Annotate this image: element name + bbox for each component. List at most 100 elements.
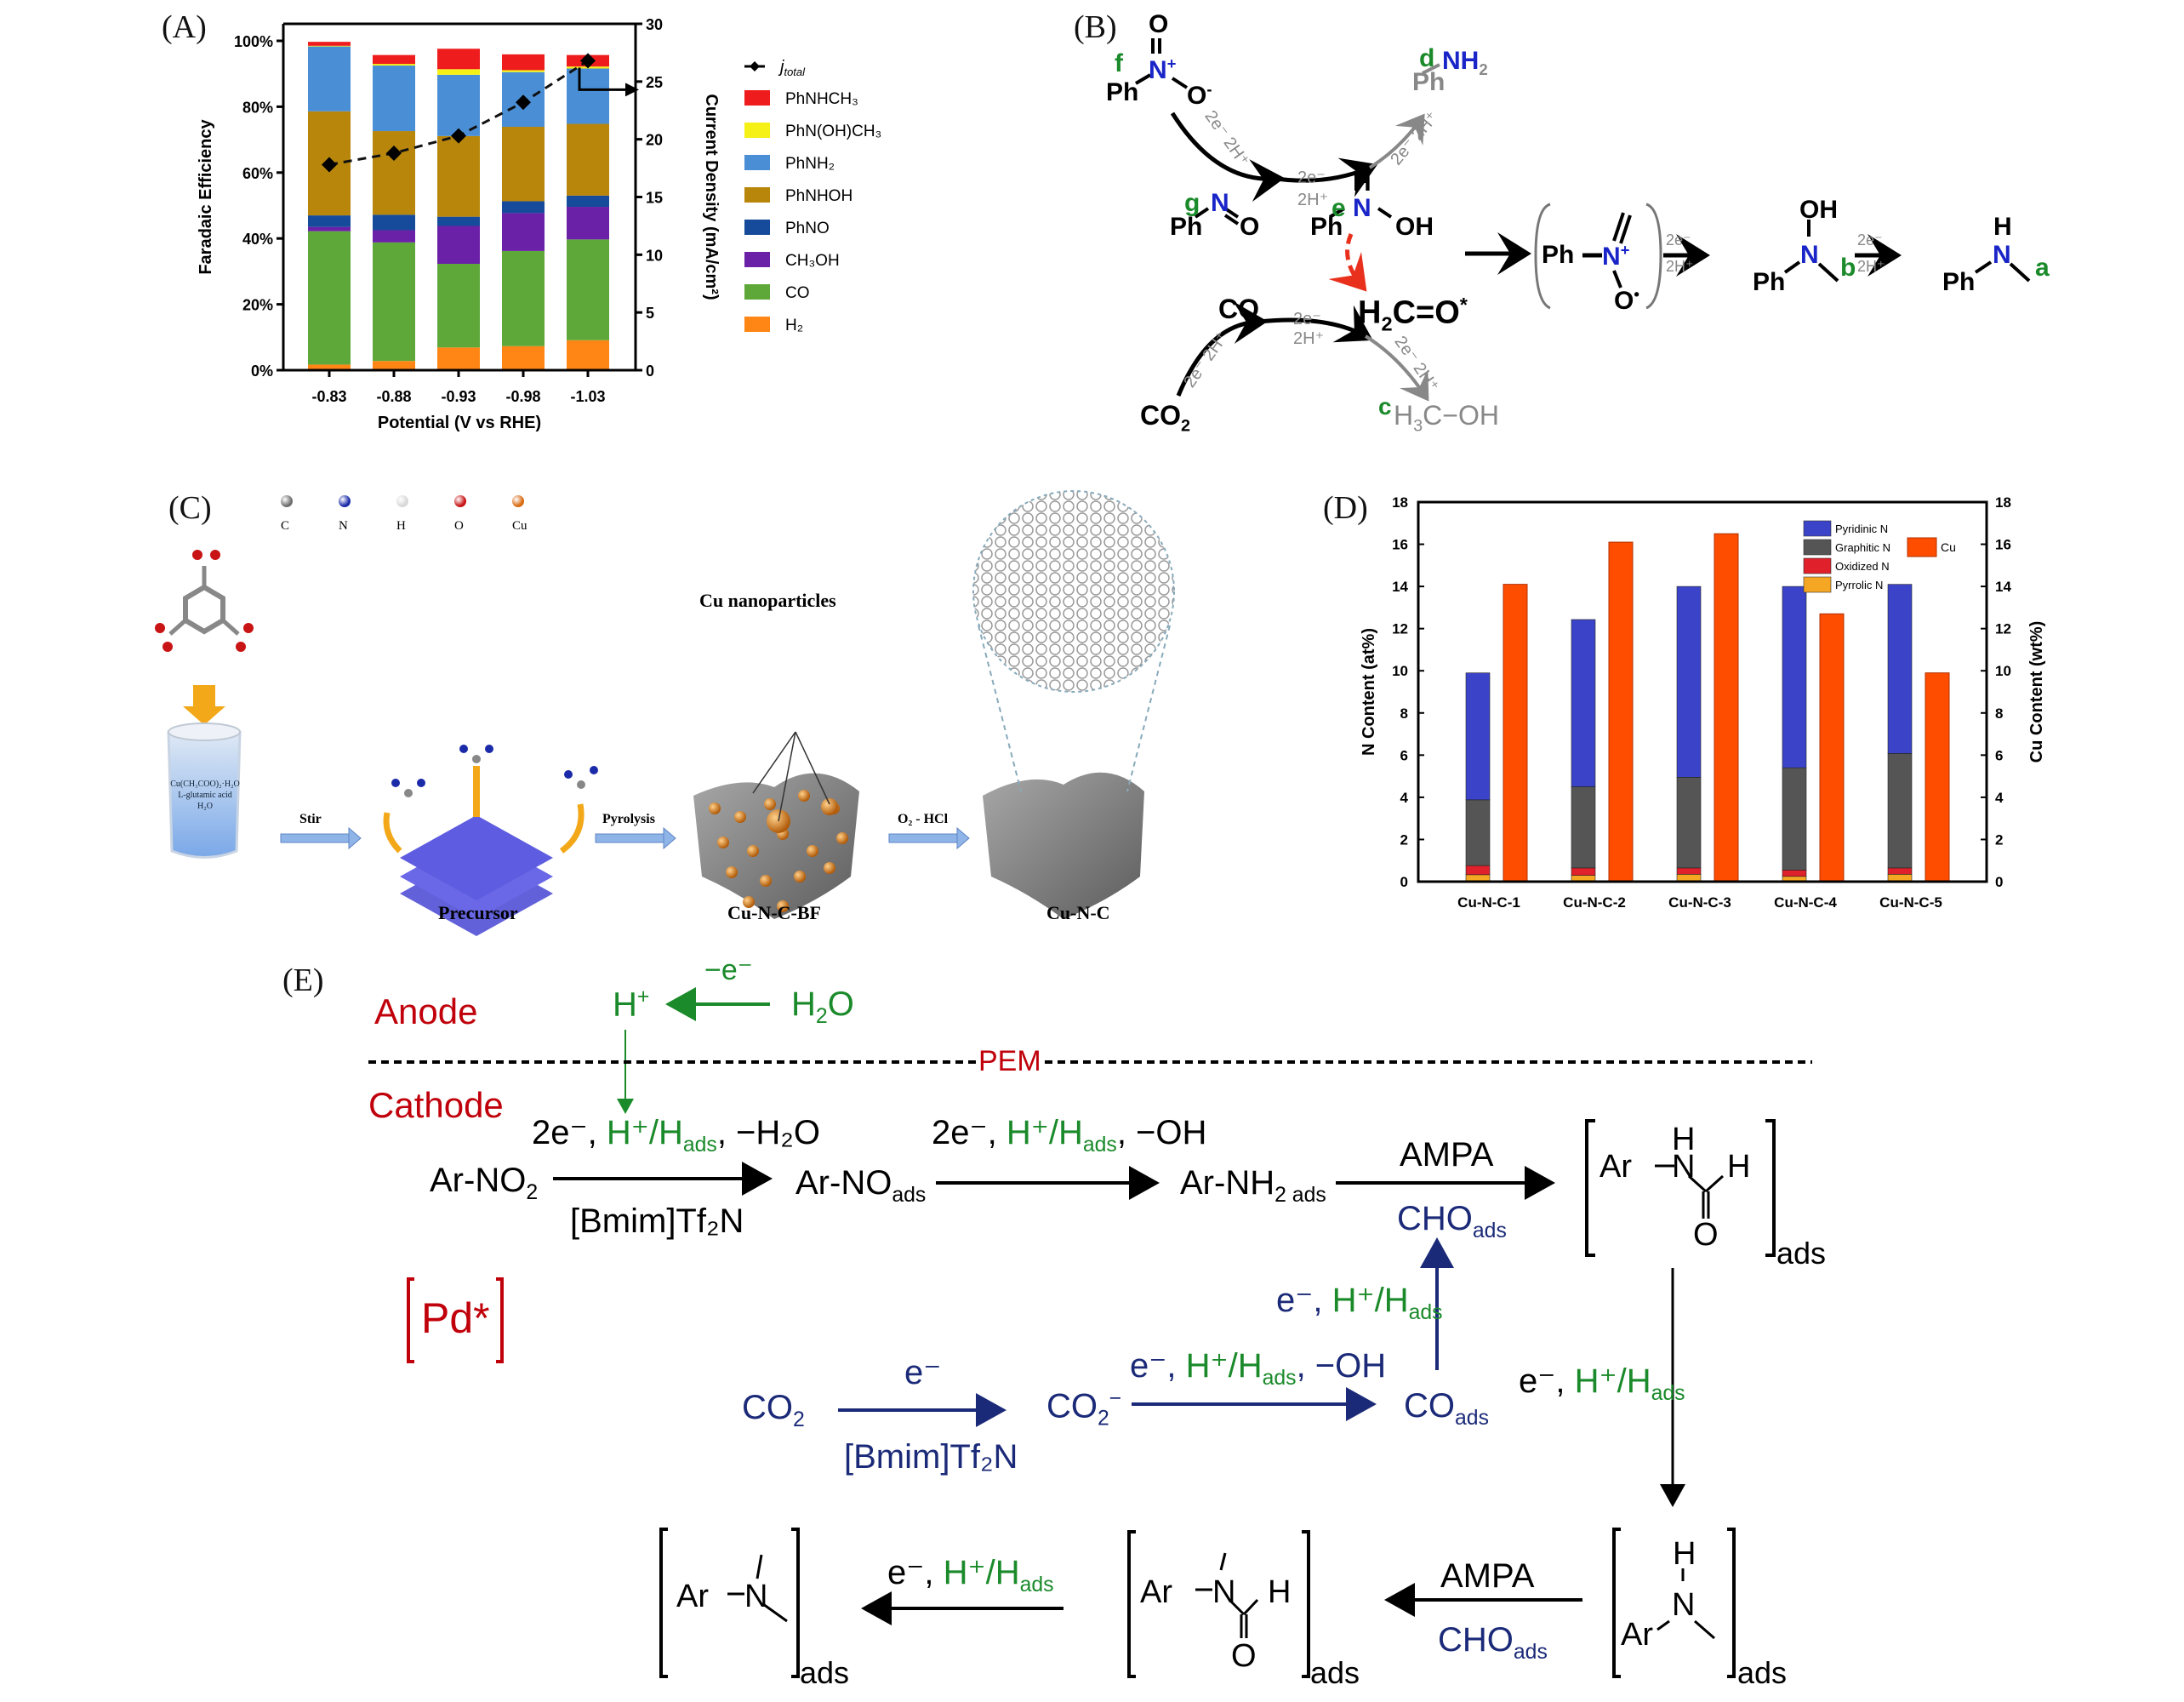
step3-cho-ads: CHOads bbox=[1397, 1200, 1507, 1242]
formaldehyde: H2C=O* bbox=[1358, 294, 1468, 335]
arrow-nitro-to-nitroso bbox=[1170, 111, 1285, 203]
bar-segment-h2 bbox=[308, 364, 351, 370]
co-label: CO bbox=[1218, 294, 1259, 324]
legend-swatch bbox=[744, 123, 770, 138]
nitroso-n: N bbox=[1211, 189, 1229, 217]
y-right-tick-label: 5 bbox=[646, 305, 654, 322]
j-total-point bbox=[451, 128, 466, 144]
x-tick-label: Cu-N-C-1 bbox=[1457, 894, 1520, 911]
n-bar-graphitic-n bbox=[1465, 799, 1491, 866]
legend-label: PhNHOH bbox=[785, 187, 853, 205]
y-right-tick-label: 16 bbox=[1995, 537, 2011, 553]
nitroso-ph: Ph bbox=[1170, 213, 1203, 241]
intermediate-ar-no-ads: Ar-NOads bbox=[795, 1164, 927, 1207]
co2-radical-anion: CO2− bbox=[1046, 1387, 1122, 1431]
x-tick-label: Cu-N-C-3 bbox=[1668, 894, 1731, 911]
bar-segment-phno bbox=[502, 201, 545, 214]
y-tick-label: 0% bbox=[251, 363, 273, 380]
step-label-e: 2e⁻ bbox=[1666, 231, 1691, 248]
legend-swatch bbox=[744, 220, 770, 235]
tag-f: f bbox=[1115, 49, 1123, 77]
cu-bar bbox=[1608, 541, 1634, 882]
faradaic-efficiency-chart: 0%20%40%60%80%100%051015202530-0.83-0.88… bbox=[197, 16, 881, 432]
cu-n-c-bf-sheet bbox=[693, 731, 859, 919]
arrow-to-aniline bbox=[1368, 113, 1425, 169]
legend-swatch-cu bbox=[1907, 537, 1937, 557]
cu-nanoparticle bbox=[747, 845, 759, 857]
catalyst-bracket bbox=[407, 1277, 414, 1363]
bracket-left bbox=[1534, 203, 1551, 310]
bar-segment-ch3oh bbox=[567, 207, 609, 240]
nitro-o-minus: O- bbox=[1187, 80, 1212, 110]
mechanism-b-arrows bbox=[1134, 38, 2031, 402]
step-ampa-bottom: AMPA bbox=[1440, 1557, 1535, 1595]
y-tick-label: 4 bbox=[1400, 790, 1409, 806]
panel-b-label: (B) bbox=[1074, 9, 1117, 45]
cu-nanoparticle bbox=[743, 896, 755, 908]
x-tick-label: -1.03 bbox=[570, 388, 605, 405]
j-total-point bbox=[386, 145, 402, 161]
bar-segment-ch3oh bbox=[502, 213, 545, 251]
bar-segment-co bbox=[308, 231, 351, 365]
co2-radical-step: e⁻, H⁺/Hads, −OH bbox=[1130, 1347, 1387, 1390]
j-total-point bbox=[580, 53, 596, 69]
panel-a-label: (A) bbox=[162, 9, 207, 45]
bar-segment-h2 bbox=[502, 346, 545, 370]
hydroxylamine-ph: Ph bbox=[1310, 213, 1343, 241]
bar-segment-phnhoh bbox=[437, 135, 480, 217]
y-right-tick-label: 14 bbox=[1995, 579, 2011, 595]
y-tick-label: 60% bbox=[242, 165, 273, 182]
panel-d-label: (D) bbox=[1323, 490, 1368, 526]
cu-nanoparticle-large bbox=[821, 798, 838, 815]
y-tick-label: 0 bbox=[1400, 874, 1408, 890]
x-tick-label: -0.93 bbox=[441, 388, 476, 405]
product-a-n: N bbox=[1993, 241, 2011, 269]
methylformamide-h: H bbox=[1268, 1574, 1292, 1610]
formamide-h: H bbox=[1727, 1149, 1751, 1185]
bar-segment-phno bbox=[437, 216, 480, 226]
tag-a: a bbox=[2035, 254, 2050, 282]
x-tick-label: -0.88 bbox=[376, 388, 411, 405]
hydroxylamine-n: N bbox=[1353, 194, 1371, 222]
legend-label: CH₃OH bbox=[785, 252, 840, 270]
bar-segment-phno bbox=[373, 214, 415, 231]
stage-cu-n-c: Cu-N-C bbox=[1046, 902, 1110, 923]
bar-segment-ch3oh bbox=[373, 230, 415, 243]
pem-label: PEM bbox=[978, 1045, 1041, 1078]
legend-label: CO bbox=[785, 284, 810, 302]
aniline-ph: Ph bbox=[1412, 68, 1446, 96]
step-cho-ads-bottom: CHOads bbox=[1438, 1621, 1548, 1664]
methanol-label: H3C−OH bbox=[1394, 400, 1499, 436]
cu-nanoparticle bbox=[726, 866, 738, 878]
cathode-label: Cathode bbox=[368, 1085, 504, 1125]
j-total-point bbox=[322, 157, 337, 173]
legend-label: Oxidized N bbox=[1835, 560, 1890, 573]
n-bar-pyridinic-n bbox=[1571, 619, 1596, 787]
bar-segment-ch3oh bbox=[437, 226, 480, 264]
bar-segment-h2 bbox=[437, 347, 480, 370]
formamide-h-top: H bbox=[1672, 1122, 1696, 1157]
y-right-tick-label: 4 bbox=[1995, 790, 2004, 806]
n-bar-oxidized-n bbox=[1465, 865, 1491, 876]
y-tick-label: 18 bbox=[1392, 494, 1408, 511]
bar-segment-phnhoh bbox=[567, 123, 609, 196]
cu-nanoparticle bbox=[824, 862, 835, 874]
y-right-axis-label: Cu Content (wt%) bbox=[2027, 621, 2046, 763]
step-label-e: 2e⁻ bbox=[1857, 231, 1883, 248]
x-tick-label: Cu-N-C-5 bbox=[1879, 894, 1942, 911]
bar-segment-phnhoh bbox=[502, 127, 545, 202]
legend-label: H₂ bbox=[785, 317, 803, 334]
y-right-tick-label: 18 bbox=[1995, 494, 2011, 511]
methylformamide-reduction: e⁻, H⁺/Hads bbox=[887, 1554, 1054, 1596]
cu-bar bbox=[1925, 672, 1950, 882]
right-axis-indicator-arrow bbox=[578, 67, 627, 91]
y-tick-label: 80% bbox=[242, 99, 273, 116]
tag-d: d bbox=[1419, 44, 1435, 72]
tag-g: g bbox=[1184, 189, 1200, 217]
down-arrow-icon bbox=[183, 685, 225, 725]
y-tick-label: 8 bbox=[1400, 705, 1408, 722]
legend-label: PhNH₂ bbox=[785, 155, 835, 173]
n-bar-graphitic-n bbox=[1782, 767, 1807, 871]
product-a-ph: Ph bbox=[1942, 268, 1976, 296]
